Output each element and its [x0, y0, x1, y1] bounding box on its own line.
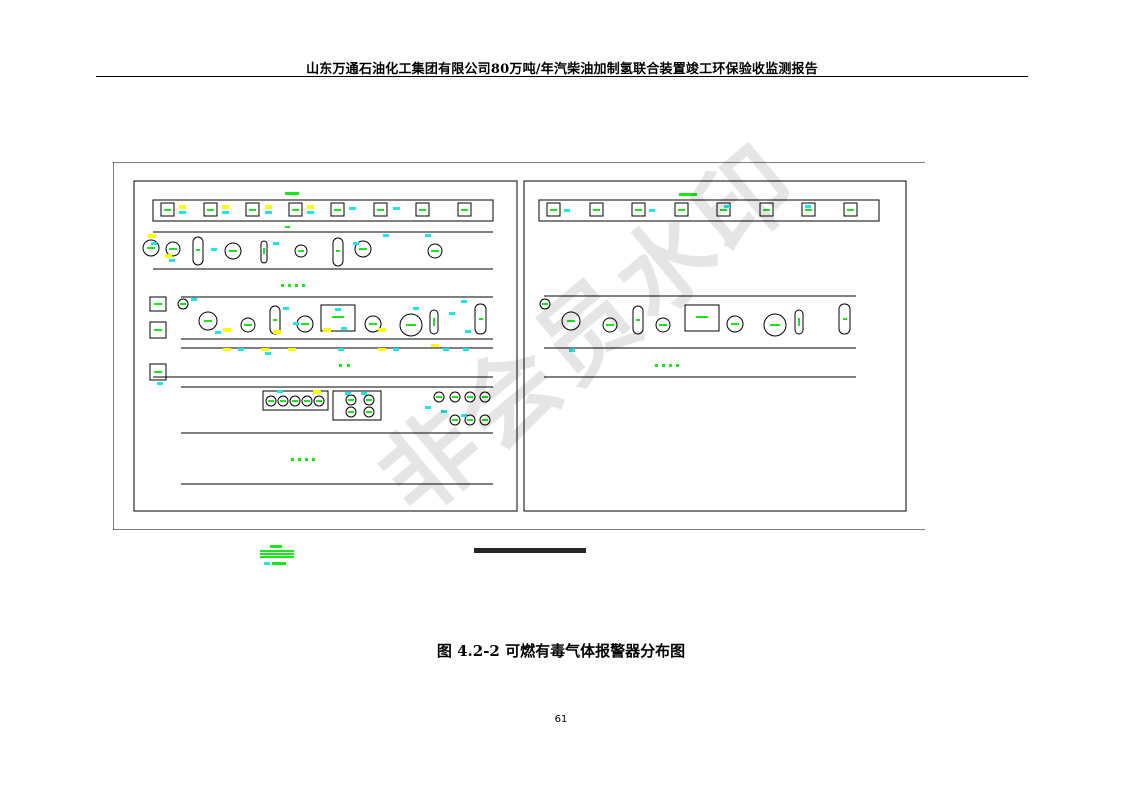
left-top-boxes	[160, 202, 472, 217]
right-panel	[523, 180, 907, 512]
left-panel	[133, 180, 518, 512]
alarm-layout-drawing	[113, 162, 925, 530]
figure-caption: 图 4.2-2 可燃有毒气体报警器分布图	[436, 642, 686, 660]
page-number: 61	[554, 714, 568, 725]
page-header: 山东万通石油化工集团有限公司80万吨/年汽柴油加制氢联合装置竣工环保验收监测报告	[306, 62, 818, 77]
drawing-title	[474, 540, 586, 553]
drawing-legend	[260, 545, 294, 565]
header-rule	[96, 76, 1028, 77]
